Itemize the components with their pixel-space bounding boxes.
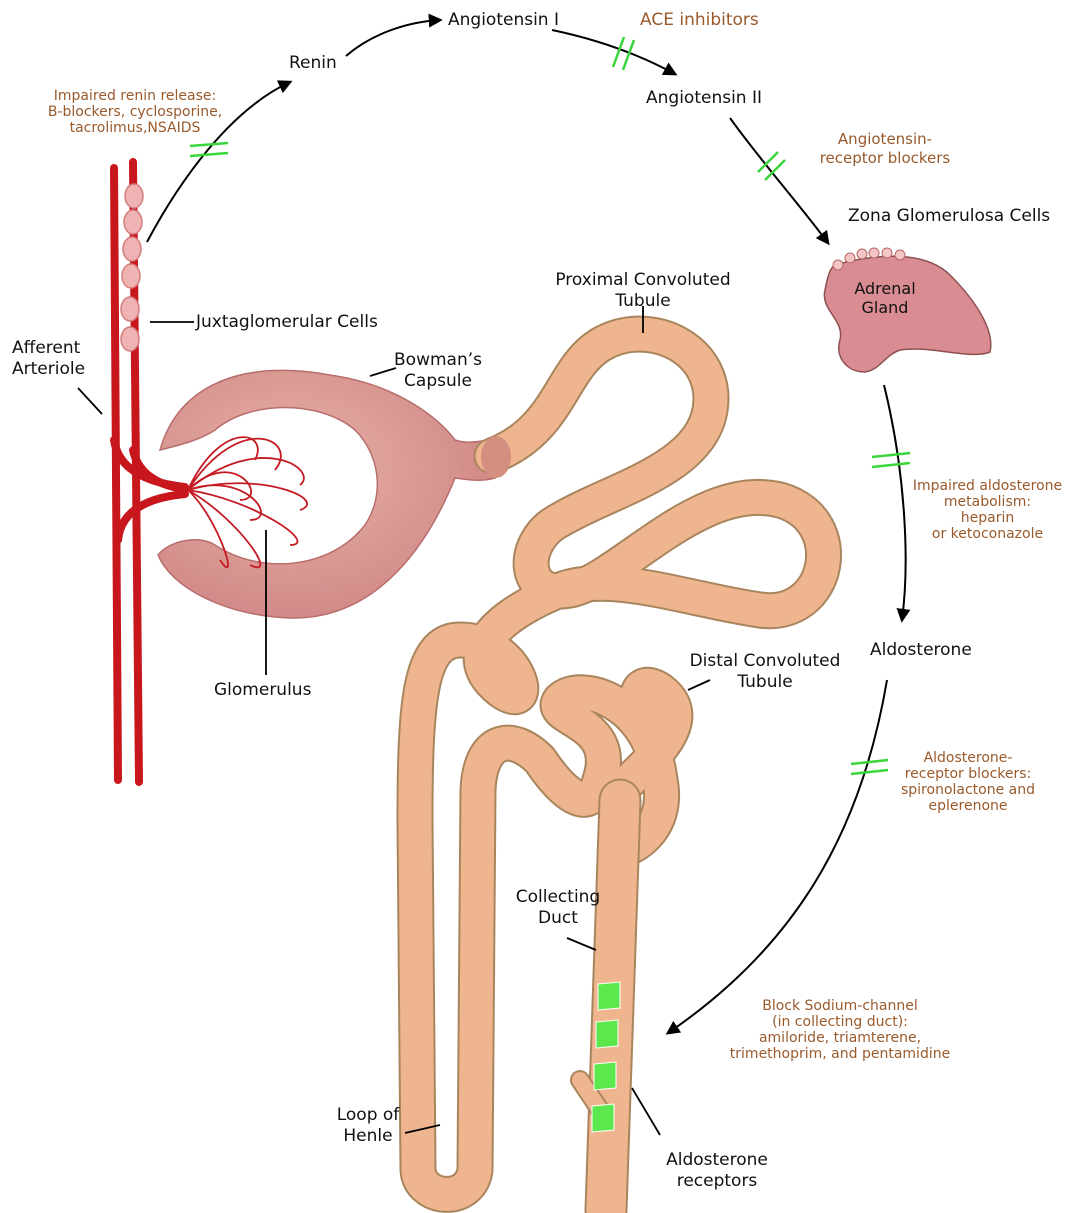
zona-glomerulosa-label: Zona Glomerulosa Cells [848,206,1050,227]
distal-convoluted-tubule-label: Distal Convoluted Tubule [685,651,845,693]
capsule-neck [481,436,511,478]
angiotensin-receptor-blockers-label: Angiotensin- receptor blockers [810,130,960,168]
aldosterone-label: Aldosterone [870,640,972,661]
renin-label: Renin [289,53,337,74]
adrenal-gland-label: Adrenal Gland [840,279,930,317]
impaired-renin-release-label: Impaired renin release: B-blockers, cycl… [20,88,250,136]
ace-inhibitors-label: ACE inhibitors [640,10,759,30]
aldosterone-receptor-blockers-label: Aldosterone- receptor blockers: spironol… [878,750,1058,814]
impaired-aldosterone-metabolism-label: Impaired aldosterone metabolism: heparin… [905,478,1070,542]
juxtaglomerular-cells-label: Juxtaglomerular Cells [196,312,378,333]
angiotensin-ii-label: Angiotensin II [646,88,762,109]
bowmans-capsule-label: Bowman’s Capsule [388,350,488,392]
glomerulus-label: Glomerulus [214,680,311,701]
proximal-convoluted-tubule-label: Proximal Convoluted Tubule [548,270,738,312]
aldosterone-receptors-label: Aldosterone receptors [652,1150,782,1192]
angiotensin-i-label: Angiotensin I [448,10,559,31]
block-sodium-channel-label: Block Sodium-channel (in collecting duct… [705,998,975,1062]
collecting-duct-label: Collecting Duct [508,887,608,929]
nephron-tubule [415,334,824,1210]
loop-of-henle-label: Loop of Henle [328,1105,408,1147]
afferent-arteriole-label: Afferent Arteriole [12,338,85,380]
